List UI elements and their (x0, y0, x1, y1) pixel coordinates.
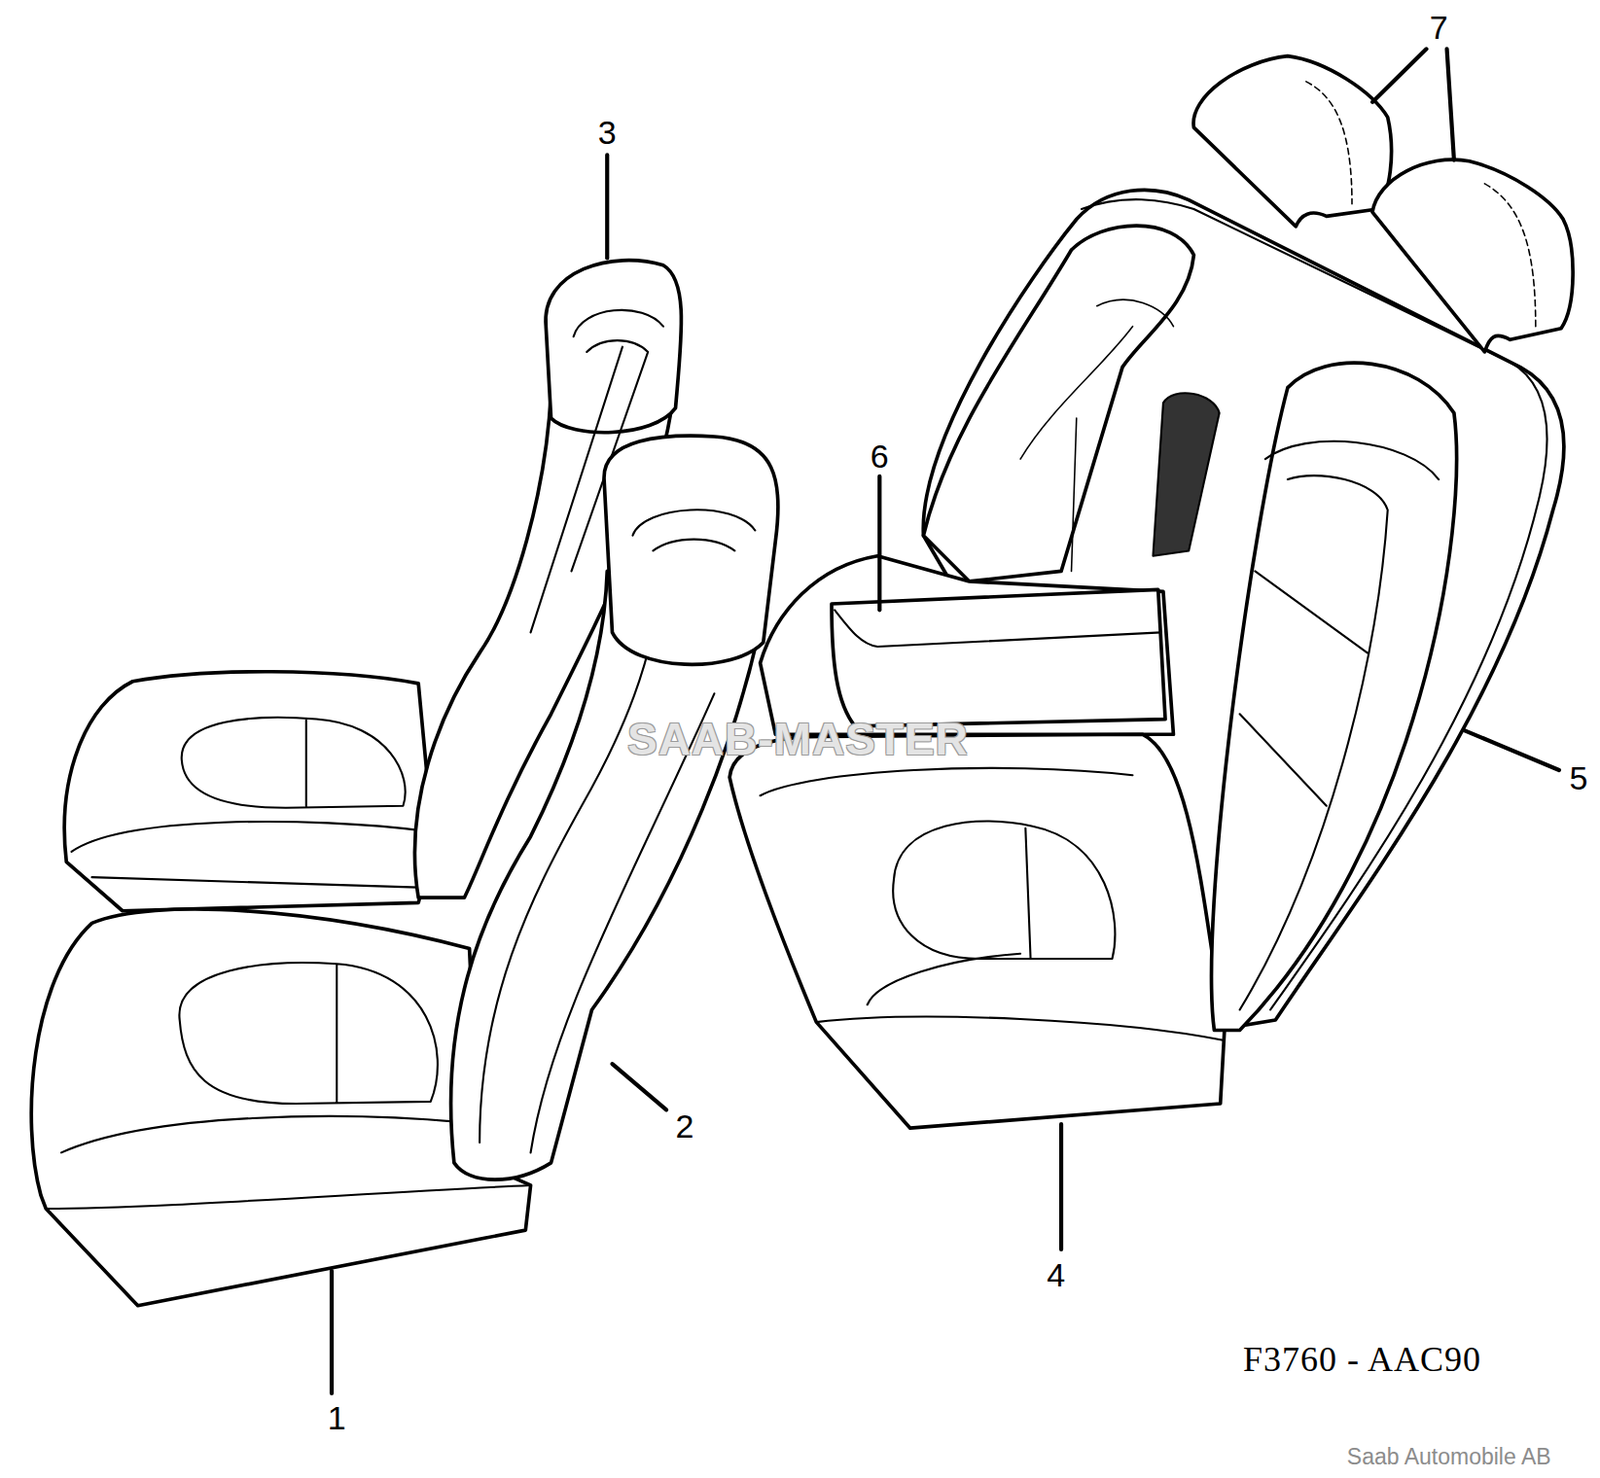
callout-number: 1 (327, 1401, 347, 1435)
callout-number: 6 (870, 439, 889, 473)
leader-line (1447, 48, 1455, 160)
front-right-backrest (1211, 362, 1458, 1031)
centre-headrest (1152, 392, 1219, 556)
watermark: SAAB-MASTER (627, 716, 969, 762)
armrest (831, 589, 1166, 727)
leader-line (611, 1064, 667, 1110)
credit-text: Saab Automobile AB (1347, 1446, 1552, 1469)
leader-line (329, 1271, 334, 1394)
rear-seat-stitch (1020, 299, 1174, 571)
callout-number: 3 (598, 115, 617, 149)
rear-right-cushion (760, 556, 1174, 736)
leader-line (1372, 48, 1427, 103)
armrest-top (834, 609, 1162, 647)
front-right-backrest-pad (1240, 441, 1440, 1011)
front-right-cushion-pad (892, 820, 1115, 960)
leader-line (877, 476, 882, 610)
rear-headrest-edge (1484, 183, 1535, 327)
leader-line (1059, 1124, 1064, 1250)
leader-line (604, 154, 609, 258)
rear-left-cushion (64, 672, 434, 912)
callout-number: 4 (1046, 1258, 1066, 1292)
front-left-headrest-inner (632, 509, 755, 551)
front-left-headrest (604, 435, 779, 665)
front-right-cushion-seam (760, 768, 1225, 1041)
callout-number: 2 (675, 1109, 694, 1143)
rear-left-headrest (545, 260, 681, 433)
figure-code: F3760 - AAC90 (1243, 1342, 1482, 1378)
front-left-cushion-pad (178, 962, 438, 1104)
rear-headrest (1193, 56, 1391, 227)
leader-line (1463, 730, 1560, 771)
rear-left-cushion-pad (181, 717, 406, 809)
front-right-cushion (729, 734, 1225, 1129)
callout-number: 5 (1569, 761, 1589, 795)
rear-seat-left-pad (923, 225, 1194, 582)
rear-left-cushion-seam (71, 821, 429, 889)
rear-headrest-edge (1306, 81, 1352, 205)
rear-headrest (1372, 159, 1573, 353)
callout-number: 7 (1429, 10, 1449, 44)
